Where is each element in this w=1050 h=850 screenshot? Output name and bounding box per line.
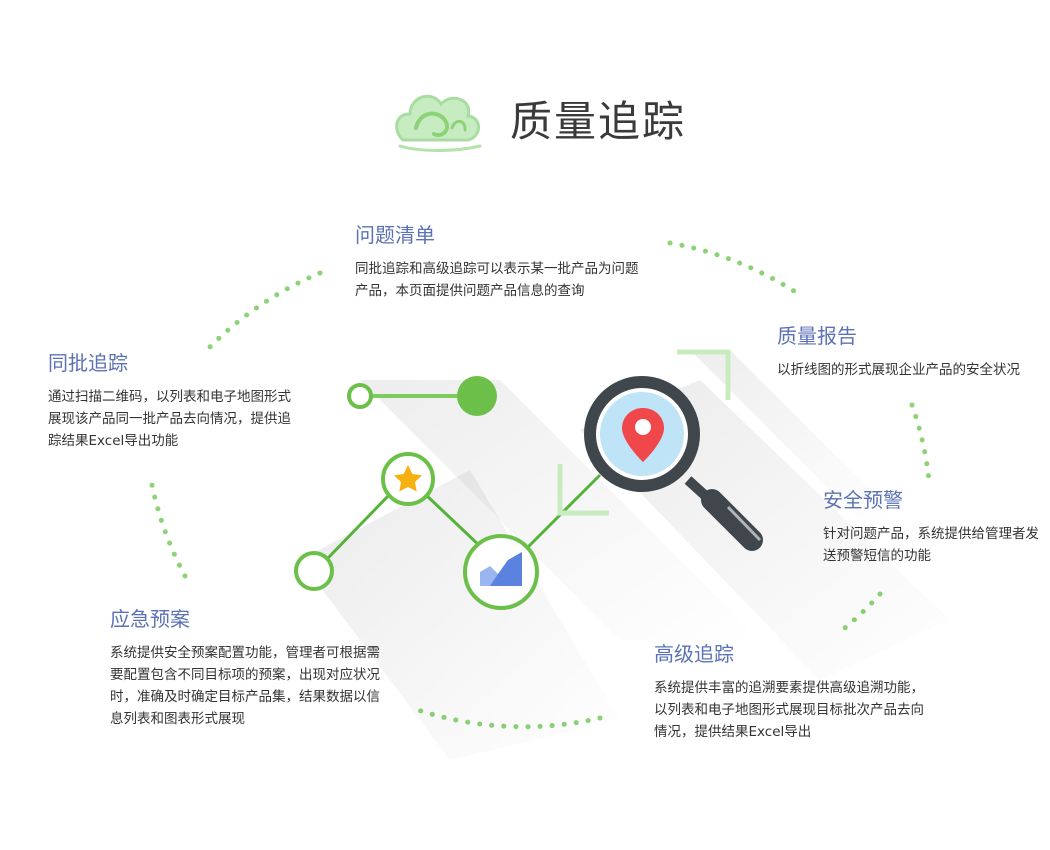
page-title: 质量追踪	[510, 97, 687, 146]
feature-batch-tracking: 同批追踪 通过扫描二维码，以列表和电子地图形式展现该产品同一批产品去向情况，提供…	[48, 350, 296, 452]
feature-title: 高级追踪	[654, 642, 734, 666]
bracket-bottom-left	[557, 464, 609, 516]
feature-desc: 系统提供丰富的追溯要素提供高级追溯功能，以列表和电子地图形式展现目标批次产品去向…	[654, 680, 924, 740]
chart-node	[463, 534, 539, 610]
feature-title: 应急预案	[110, 607, 190, 631]
link-line	[347, 376, 497, 416]
area-chart-icon	[480, 552, 522, 586]
feature-title: 安全预警	[823, 488, 903, 512]
feature-safety-warning: 安全预警 针对问题产品，系统提供给管理者发送预警短信的功能	[823, 487, 1043, 567]
star-node	[381, 452, 435, 506]
feature-title: 同批追踪	[48, 351, 128, 375]
feature-desc: 以折线图的形式展现企业产品的安全状况	[777, 362, 1020, 378]
feature-emergency-plan: 应急预案 系统提供安全预案配置功能，管理者可根据需要配置包含不同目标项的预案，出…	[110, 606, 392, 730]
feature-desc: 同批追踪和高级追踪可以表示某一批产品为问题产品，本页面提供问题产品信息的查询	[355, 261, 639, 299]
small-node-icon	[347, 383, 373, 409]
feature-desc: 针对问题产品，系统提供给管理者发送预警短信的功能	[823, 526, 1039, 564]
bracket-top-right	[677, 349, 731, 400]
cloud-logo-icon	[395, 94, 482, 152]
feature-desc: 通过扫描二维码，以列表和电子地图形式展现该产品同一批产品去向情况，提供追踪结果E…	[48, 389, 291, 449]
feature-advanced-tracking: 高级追踪 系统提供丰富的追溯要素提供高级追溯功能，以列表和电子地图形式展现目标批…	[654, 641, 926, 743]
feature-title: 质量报告	[777, 324, 857, 348]
star-icon	[394, 465, 422, 492]
feature-quality-report: 质量报告 以折线图的形式展现企业产品的安全状况	[777, 323, 1042, 381]
solid-node-icon	[457, 376, 497, 416]
feature-title: 问题清单	[355, 223, 435, 247]
feature-desc: 系统提供安全预案配置功能，管理者可根据需要配置包含不同目标项的预案，出现对应状况…	[110, 645, 380, 727]
map-pin-icon	[622, 408, 664, 462]
start-node-icon	[294, 551, 334, 591]
magnifier-icon	[584, 376, 763, 551]
feature-question-list: 问题清单 同批追踪和高级追踪可以表示某一批产品为问题产品，本页面提供问题产品信息…	[355, 222, 650, 302]
